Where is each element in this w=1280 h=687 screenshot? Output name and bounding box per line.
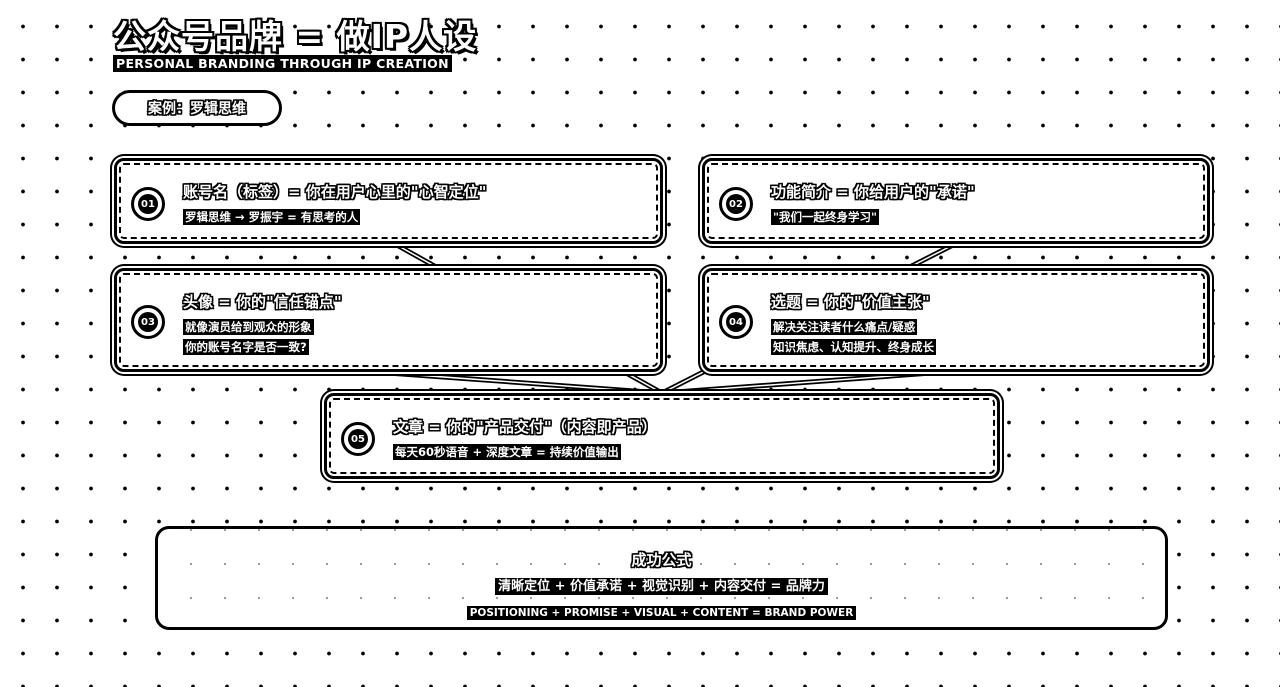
card-05-heading: 文章 = 你的"产品交付"（内容即产品）: [393, 418, 657, 436]
page-title: 公众号品牌 = 做IP人设: [113, 17, 478, 56]
card-05-line-1: 每天60秒语音 + 深度文章 = 持续价值输出: [393, 444, 621, 460]
card-01-heading: 账号名（标签）= 你在用户心里的"心智定位": [183, 183, 487, 201]
step-badge-05: 05: [341, 422, 375, 456]
card-03-line-2: 你的账号名字是否一致?: [183, 339, 309, 355]
card-01: 01 账号名（标签）= 你在用户心里的"心智定位" 罗辑思维 → 罗振宇 = 有…: [114, 158, 663, 244]
step-badge-01: 01: [131, 187, 165, 221]
card-04-line-2: 知识焦虑、认知提升、终身成长: [771, 339, 936, 355]
formula-title: 成功公式: [631, 551, 692, 569]
formula-equation: 清晰定位 + 价值承诺 + 视觉识别 + 内容交付 = 品牌力: [495, 578, 828, 595]
step-badge-02: 02: [719, 187, 753, 221]
formula-equation-row: 清晰定位 + 价值承诺 + 视觉识别 + 内容交付 = 品牌力: [158, 575, 1165, 595]
card-03-heading: 头像 = 你的"信任锚点": [183, 293, 342, 311]
success-formula-box: 成功公式 清晰定位 + 价值承诺 + 视觉识别 + 内容交付 = 品牌力 POS…: [155, 526, 1168, 630]
formula-equation-en-row: POSITIONING + PROMISE + VISUAL + CONTENT…: [158, 601, 1165, 620]
card-03: 03 头像 = 你的"信任锚点" 就像演员给到观众的形象 你的账号名字是否一致?: [114, 268, 663, 372]
formula-equation-en: POSITIONING + PROMISE + VISUAL + CONTENT…: [466, 606, 857, 620]
case-label: 案例：罗辑思维: [148, 101, 246, 117]
card-02: 02 功能简介 = 你给用户的"承诺" "我们一起终身学习": [702, 158, 1210, 244]
card-02-line-1: "我们一起终身学习": [771, 209, 879, 225]
case-badge: 案例：罗辑思维: [112, 90, 282, 126]
card-04: 04 选题 = 你的"价值主张" 解决关注读者什么痛点/疑惑 知识焦虑、认知提升…: [702, 268, 1210, 372]
step-badge-03: 03: [131, 305, 165, 339]
step-badge-04: 04: [719, 305, 753, 339]
card-05: 05 文章 = 你的"产品交付"（内容即产品） 每天60秒语音 + 深度文章 =…: [324, 393, 1000, 479]
card-04-heading: 选题 = 你的"价值主张": [771, 293, 930, 311]
card-03-line-1: 就像演员给到观众的形象: [183, 319, 314, 335]
card-01-line-1: 罗辑思维 → 罗振宇 = 有思考的人: [183, 209, 361, 225]
card-04-line-1: 解决关注读者什么痛点/疑惑: [771, 319, 918, 335]
card-02-heading: 功能简介 = 你给用户的"承诺": [771, 183, 975, 201]
page-subtitle: PERSONAL BRANDING THROUGH IP CREATION: [113, 55, 452, 72]
